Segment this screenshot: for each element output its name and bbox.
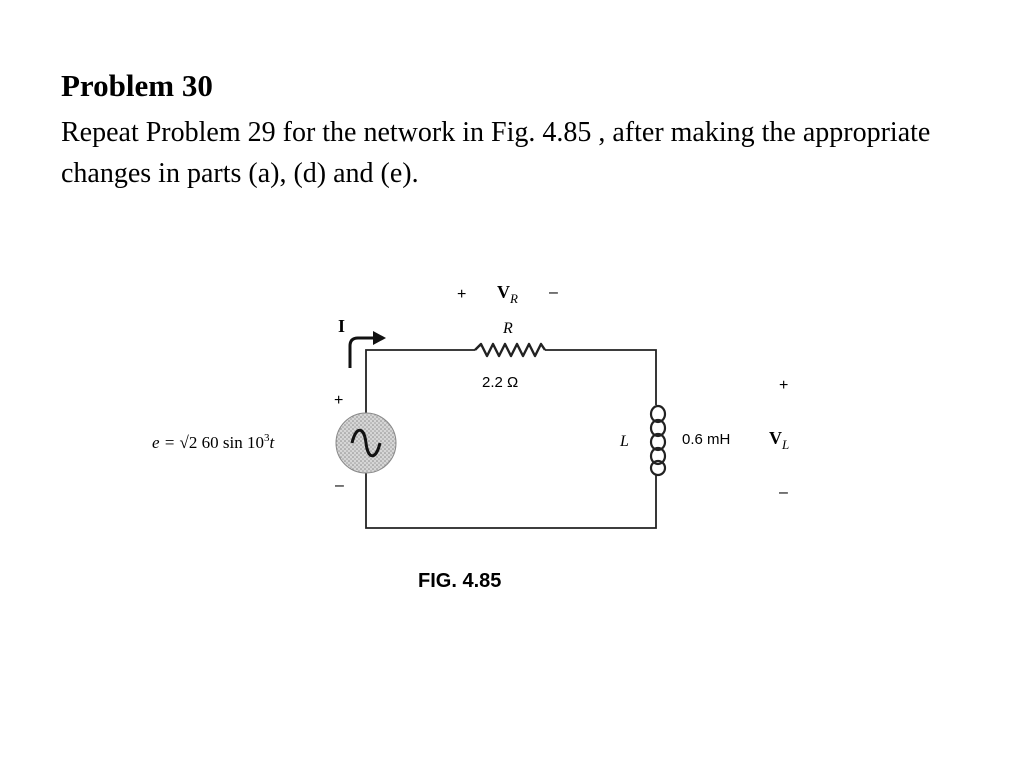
problem-title: Problem 30 — [61, 68, 213, 103]
source-plus-label: + — [334, 392, 343, 409]
inductor-voltage-minus: – — [779, 484, 788, 501]
resistor-name-label: R — [502, 320, 513, 337]
current-arrow — [348, 331, 386, 368]
wire-top-left — [365, 349, 475, 413]
wire-top-right — [545, 349, 657, 405]
problem-statement: Repeat Problem 29 for the network in Fig… — [61, 117, 931, 189]
resistor-voltage-plus: + — [457, 286, 466, 303]
wire-bottom — [365, 473, 657, 529]
resistor-value-label: 2.2 Ω — [482, 374, 518, 391]
resistor-symbol — [474, 342, 546, 358]
inductor-voltage-label: VL — [769, 428, 789, 452]
inductor-value-label: 0.6 mH — [682, 431, 730, 448]
ac-source-symbol — [335, 412, 397, 474]
current-label: I — [338, 316, 345, 336]
sine-wave-icon — [350, 428, 382, 458]
inductor-voltage-plus: + — [779, 377, 788, 394]
inductor-symbol — [649, 404, 667, 477]
resistor-voltage-minus: – — [549, 284, 558, 301]
source-minus-label: – — [335, 477, 344, 494]
inductor-name-label: L — [619, 433, 629, 450]
figure-caption: FIG. 4.85 — [418, 570, 501, 592]
source-equation: e = √2 60 sin 103t — [152, 432, 275, 452]
circuit-wires — [365, 349, 657, 529]
resistor-voltage-label: VR — [497, 282, 518, 306]
